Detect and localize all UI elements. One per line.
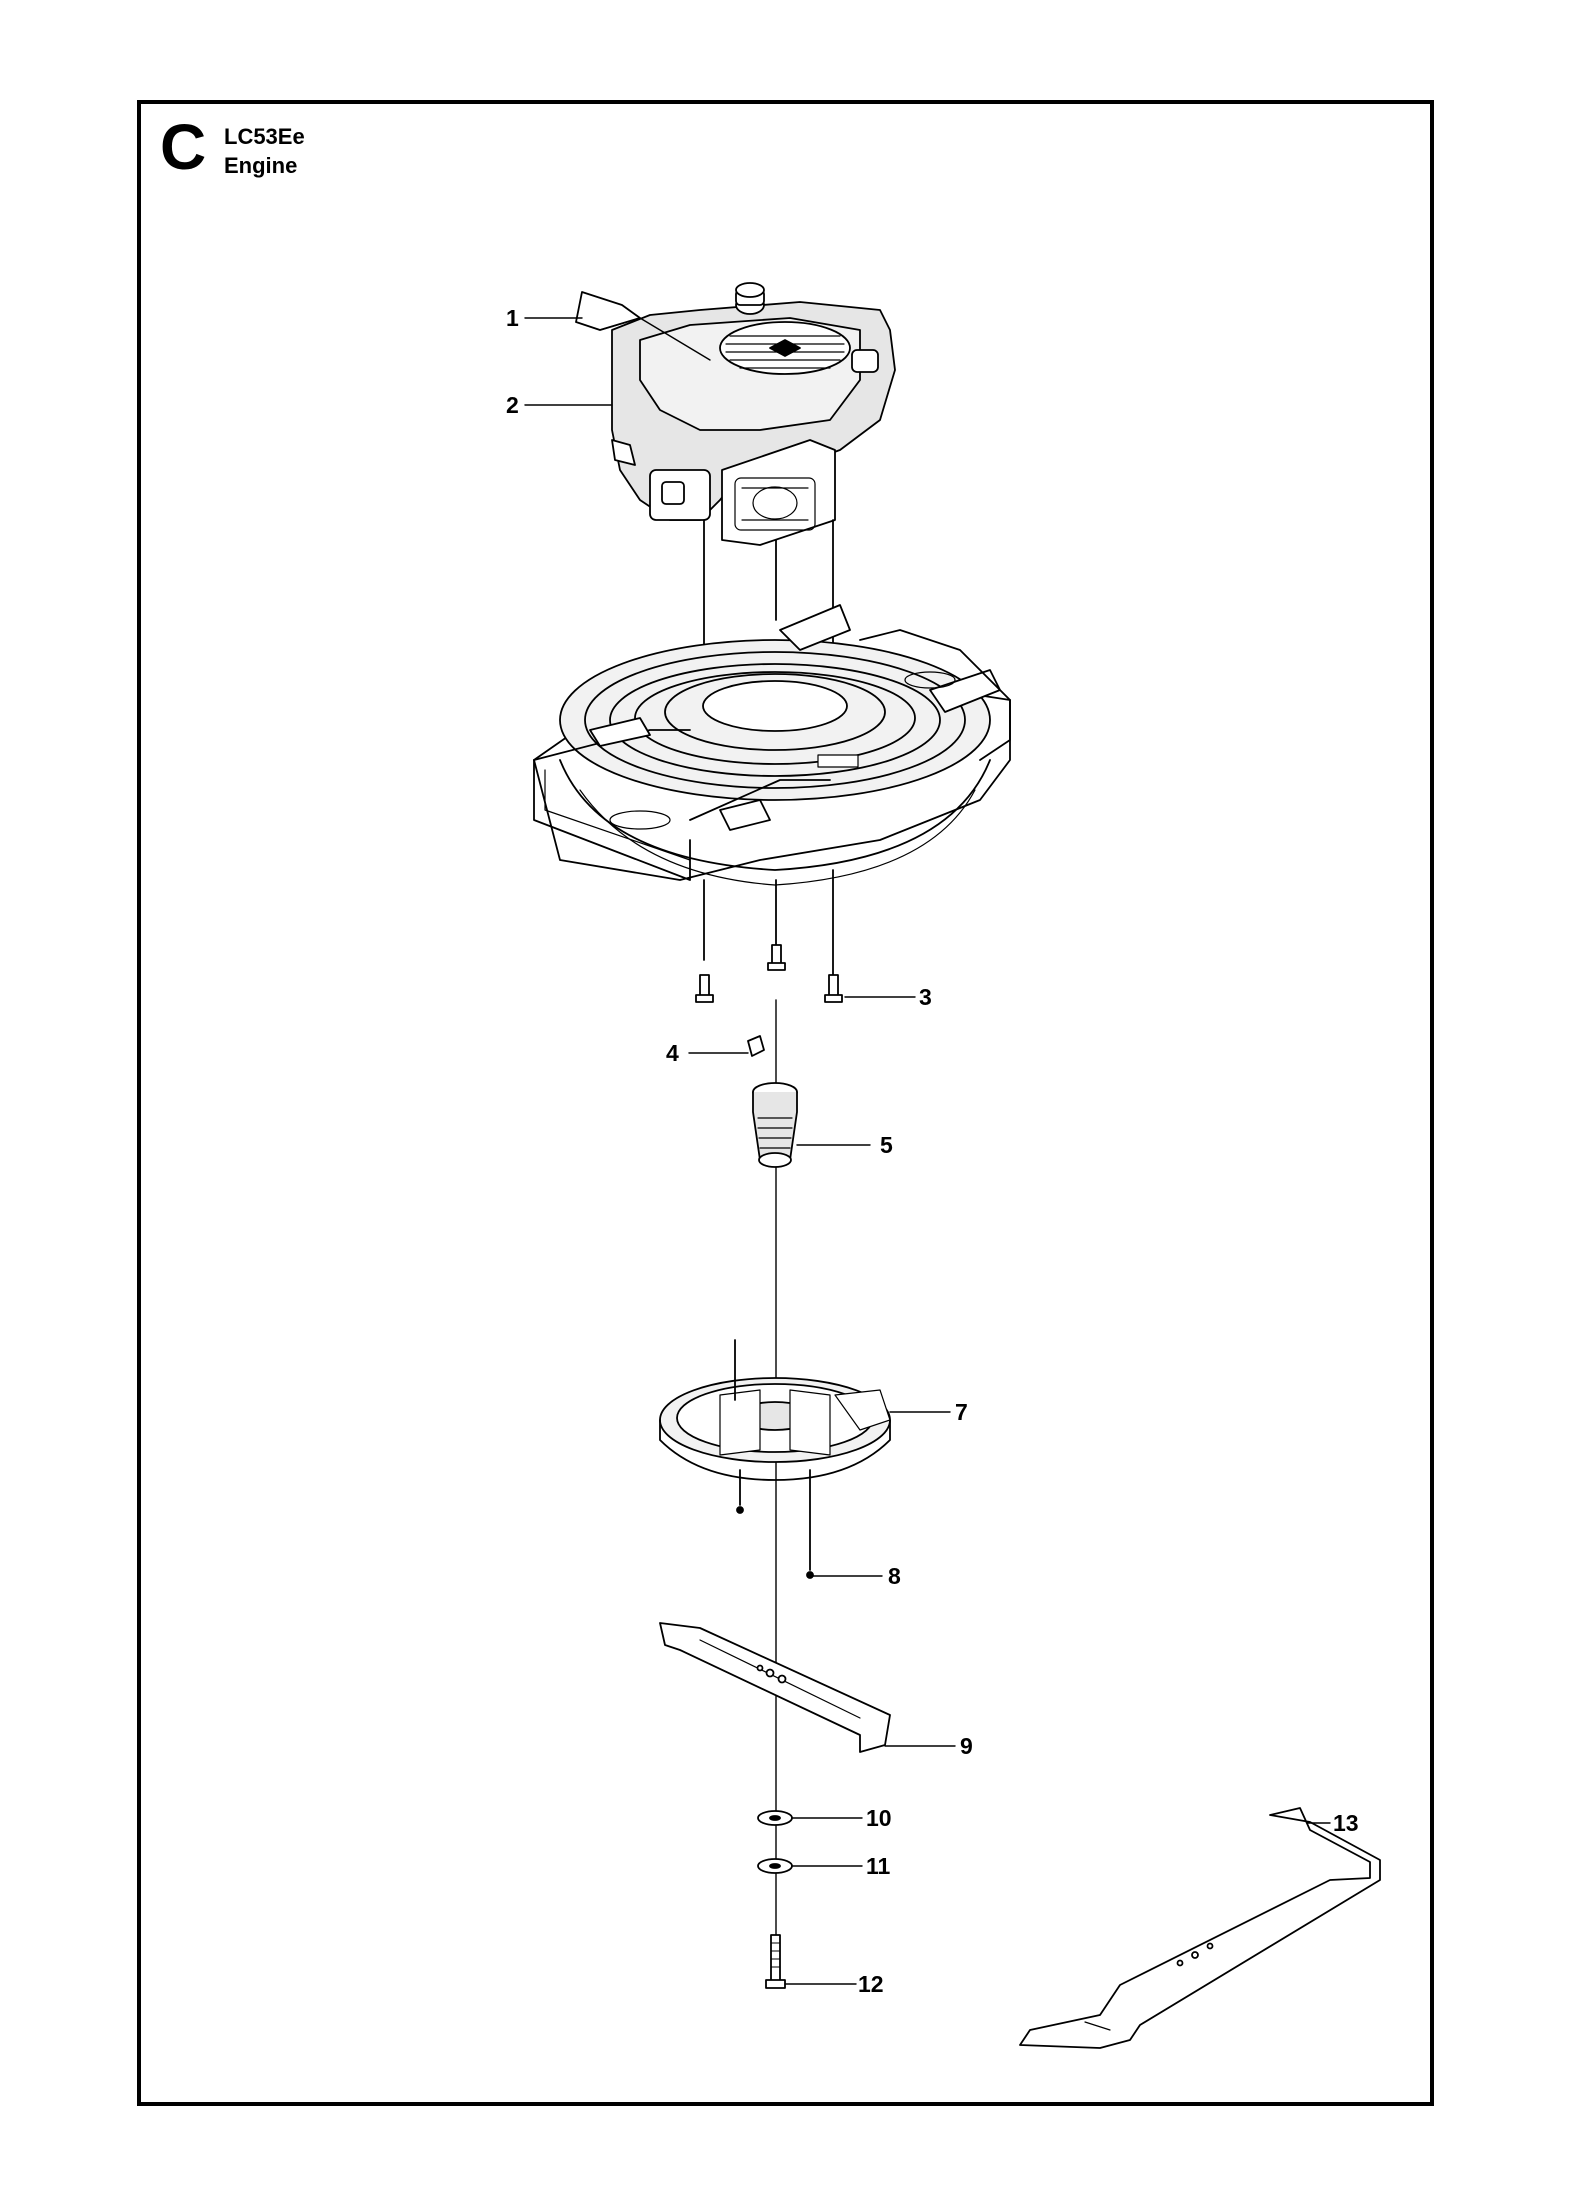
model-name: LC53Ee xyxy=(224,124,305,149)
callout-4: 4 xyxy=(666,1040,679,1066)
decal-illustration xyxy=(575,291,641,331)
page-frame xyxy=(137,100,1434,2106)
washers-illustration xyxy=(757,1810,793,1874)
callout-9: 9 xyxy=(960,1733,973,1759)
alternate-blade-illustration xyxy=(1019,1807,1381,2049)
deck-bolts-illustration xyxy=(695,944,843,1003)
leader-lines xyxy=(524,317,1331,1985)
mower-deck-illustration xyxy=(533,604,1011,976)
engine-illustration xyxy=(611,282,896,691)
callout-10: 10 xyxy=(866,1805,892,1831)
page-title: Engine xyxy=(224,153,298,178)
callout-7: 7 xyxy=(955,1399,968,1425)
callout-numbers: 1 2 3 4 5 7 8 9 10 11 12 13 xyxy=(506,305,1359,1997)
key-illustration xyxy=(747,1035,765,1057)
callout-5: 5 xyxy=(880,1132,893,1158)
callout-2: 2 xyxy=(506,392,519,418)
callout-13: 13 xyxy=(1333,1810,1359,1836)
callout-1: 1 xyxy=(506,305,519,331)
callout-8: 8 xyxy=(888,1563,901,1589)
callout-3: 3 xyxy=(919,984,932,1010)
section-letter: C xyxy=(160,111,207,183)
blade-adapter-illustration xyxy=(752,1082,798,1168)
blade-bolt-illustration xyxy=(765,1934,786,1989)
callout-11: 11 xyxy=(866,1853,891,1879)
blade-holder-illustration xyxy=(659,1339,891,1571)
callout-12: 12 xyxy=(858,1971,884,1997)
holder-screws-illustration xyxy=(736,1506,814,1579)
blade-illustration xyxy=(659,1622,891,1753)
